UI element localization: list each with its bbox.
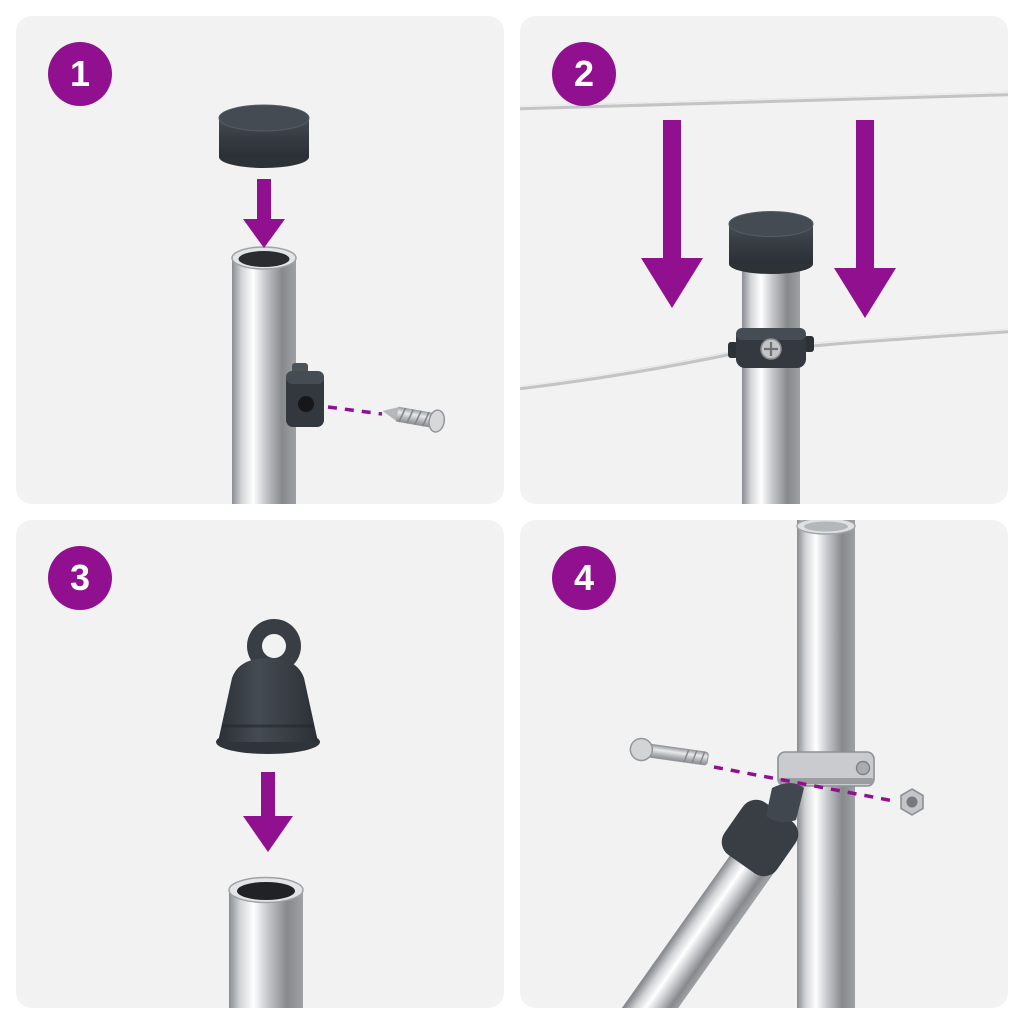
- top-wire: [520, 91, 1008, 111]
- step-number-2: 2: [573, 53, 595, 94]
- step-panel-1: 1: [16, 16, 504, 504]
- step-number-1: 1: [69, 53, 91, 94]
- lower-wire-right: [803, 328, 1008, 349]
- eye-loop-cap: [216, 619, 320, 754]
- brace-tube: [621, 836, 781, 1008]
- illustration-press-eye-cap-onto-tube: [216, 619, 320, 1008]
- step-badge-4: 4: [552, 546, 616, 610]
- clamp-bolt-head: [855, 760, 871, 776]
- illustration-press-cap-onto-post: [218, 104, 446, 504]
- dashed-guide-line: [327, 405, 383, 416]
- post: [742, 264, 800, 504]
- post-cap: [728, 211, 814, 274]
- lower-wire-left: [520, 349, 739, 391]
- step-badge-2: 2: [552, 42, 616, 106]
- step-panel-2: 2: [520, 16, 1008, 504]
- illustration-clamp-wires-to-post: [520, 91, 1008, 504]
- down-arrow-icon: [243, 772, 293, 852]
- screw: [382, 406, 446, 433]
- down-arrow-right-icon: [834, 120, 896, 318]
- brace-joint: [721, 783, 804, 877]
- dashed-guide-line: [713, 765, 895, 803]
- step-number-4: 4: [573, 557, 595, 598]
- post: [231, 246, 297, 504]
- down-arrow-left-icon: [641, 120, 703, 308]
- strap-clamp: [777, 751, 875, 787]
- step-number-3: 3: [69, 557, 91, 598]
- step-badge-1: 1: [48, 42, 112, 106]
- illustration-bolt-brace-clamp-to-post: [621, 520, 924, 1008]
- down-arrow-icon: [243, 179, 285, 248]
- step-panel-3: 3: [16, 520, 504, 1008]
- nut: [900, 788, 924, 816]
- screw-bracket: [286, 363, 324, 427]
- open-tube-top: [228, 876, 304, 1008]
- step-badge-3: 3: [48, 546, 112, 610]
- bolt: [629, 737, 709, 766]
- post-cap: [218, 104, 310, 168]
- wire-clamp: [728, 328, 814, 368]
- step-panel-4: 4: [520, 520, 1008, 1008]
